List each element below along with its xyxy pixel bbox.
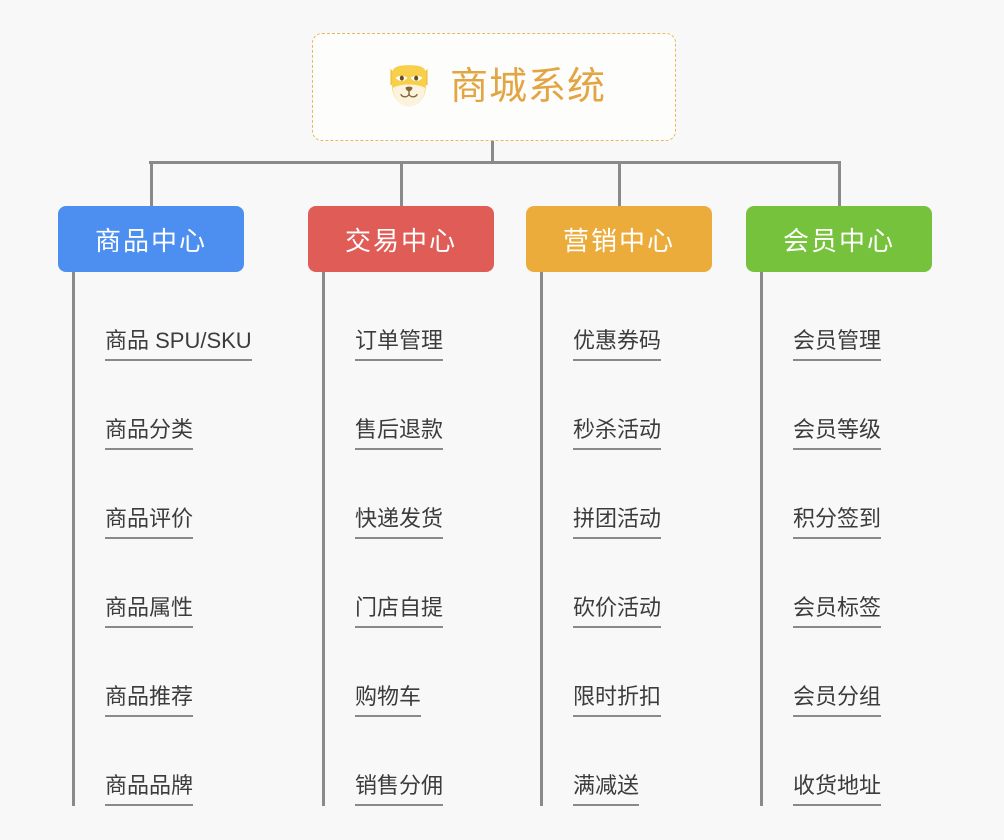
leaf-label: 会员分组 xyxy=(793,684,882,717)
leaf-item[interactable]: 会员管理 xyxy=(763,272,932,361)
leaf-item[interactable]: 销售分佣 xyxy=(325,717,494,806)
leaf-item[interactable]: 商品品牌 xyxy=(75,717,244,806)
leaf-list-2: 优惠券码 秒杀活动 拼团活动 砍价活动 限时折扣 满减送 xyxy=(540,272,712,806)
leaf-item[interactable]: 积分签到 xyxy=(763,450,932,539)
leaf-label: 限时折扣 xyxy=(573,684,662,717)
leaf-item[interactable]: 商品分类 xyxy=(75,361,244,450)
leaf-label: 商品品牌 xyxy=(105,773,194,806)
leaf-item[interactable]: 商品推荐 xyxy=(75,628,244,717)
category-title-0: 商品中心 xyxy=(94,225,207,256)
connector-drop-3 xyxy=(838,161,841,206)
leaf-label: 拼团活动 xyxy=(573,506,662,539)
leaf-list-3: 会员管理 会员等级 积分签到 会员标签 会员分组 收货地址 xyxy=(760,272,932,806)
leaf-item[interactable]: 收货地址 xyxy=(763,717,932,806)
shiba-dog-icon xyxy=(390,65,428,107)
connector-drop-0 xyxy=(150,161,153,206)
leaf-label: 销售分佣 xyxy=(355,773,444,806)
leaf-list-1: 订单管理 售后退款 快递发货 门店自提 购物车 销售分佣 xyxy=(322,272,494,806)
leaf-label: 订单管理 xyxy=(355,328,444,361)
root-title: 商城系统 xyxy=(449,66,606,108)
leaf-label: 售后退款 xyxy=(355,417,444,450)
leaf-item[interactable]: 会员标签 xyxy=(763,539,932,628)
leaf-label: 门店自提 xyxy=(355,595,444,628)
leaf-label: 砍价活动 xyxy=(573,595,662,628)
leaf-label: 快递发货 xyxy=(355,506,444,539)
category-header-3[interactable]: 会员中心 xyxy=(746,206,932,272)
leaf-item[interactable]: 会员分组 xyxy=(763,628,932,717)
leaf-item[interactable]: 限时折扣 xyxy=(543,628,712,717)
category-column-1: 交易中心 订单管理 售后退款 快递发货 门店自提 购物车 销售分佣 xyxy=(308,206,494,806)
category-header-0[interactable]: 商品中心 xyxy=(58,206,244,272)
leaf-label: 积分签到 xyxy=(793,506,882,539)
category-column-0: 商品中心 商品 SPU/SKU 商品分类 商品评价 商品属性 商品推荐 商品品牌 xyxy=(58,206,252,806)
category-column-2: 营销中心 优惠券码 秒杀活动 拼团活动 砍价活动 限时折扣 满减送 xyxy=(526,206,712,806)
category-column-3: 会员中心 会员管理 会员等级 积分签到 会员标签 会员分组 收货地址 xyxy=(746,206,932,806)
leaf-item[interactable]: 砍价活动 xyxy=(543,539,712,628)
connector-drop-1 xyxy=(400,161,403,206)
category-header-2[interactable]: 营销中心 xyxy=(526,206,712,272)
category-title-3: 会员中心 xyxy=(782,225,895,256)
leaf-label: 商品分类 xyxy=(105,417,194,450)
connector-root-stem xyxy=(491,141,494,163)
leaf-item[interactable]: 满减送 xyxy=(543,717,712,806)
leaf-label: 会员标签 xyxy=(793,595,882,628)
leaf-label: 商品 SPU/SKU xyxy=(105,328,252,361)
leaf-label: 会员等级 xyxy=(793,417,882,450)
leaf-item[interactable]: 商品 SPU/SKU xyxy=(75,272,252,361)
leaf-item[interactable]: 拼团活动 xyxy=(543,450,712,539)
leaf-item[interactable]: 会员等级 xyxy=(763,361,932,450)
leaf-item[interactable]: 售后退款 xyxy=(325,361,494,450)
leaf-label: 秒杀活动 xyxy=(573,417,662,450)
leaf-item[interactable]: 快递发货 xyxy=(325,450,494,539)
category-title-2: 营销中心 xyxy=(562,225,675,256)
leaf-label: 商品属性 xyxy=(105,595,194,628)
connector-drop-2 xyxy=(618,161,621,206)
leaf-list-0: 商品 SPU/SKU 商品分类 商品评价 商品属性 商品推荐 商品品牌 xyxy=(72,272,252,806)
leaf-label: 满减送 xyxy=(573,773,640,806)
connector-horizontal-bus xyxy=(149,161,841,164)
leaf-label: 商品推荐 xyxy=(105,684,194,717)
leaf-item[interactable]: 优惠券码 xyxy=(543,272,712,361)
leaf-item[interactable]: 订单管理 xyxy=(325,272,494,361)
category-title-1: 交易中心 xyxy=(344,225,457,256)
leaf-label: 会员管理 xyxy=(793,328,882,361)
leaf-item[interactable]: 商品评价 xyxy=(75,450,244,539)
leaf-label: 商品评价 xyxy=(105,506,194,539)
category-header-1[interactable]: 交易中心 xyxy=(308,206,494,272)
leaf-item[interactable]: 门店自提 xyxy=(325,539,494,628)
root-node[interactable]: 商城系统 xyxy=(312,33,676,141)
leaf-label: 购物车 xyxy=(355,684,422,717)
leaf-item[interactable]: 购物车 xyxy=(325,628,494,717)
leaf-item[interactable]: 商品属性 xyxy=(75,539,244,628)
leaf-label: 收货地址 xyxy=(793,773,882,806)
leaf-item[interactable]: 秒杀活动 xyxy=(543,361,712,450)
leaf-label: 优惠券码 xyxy=(573,328,662,361)
